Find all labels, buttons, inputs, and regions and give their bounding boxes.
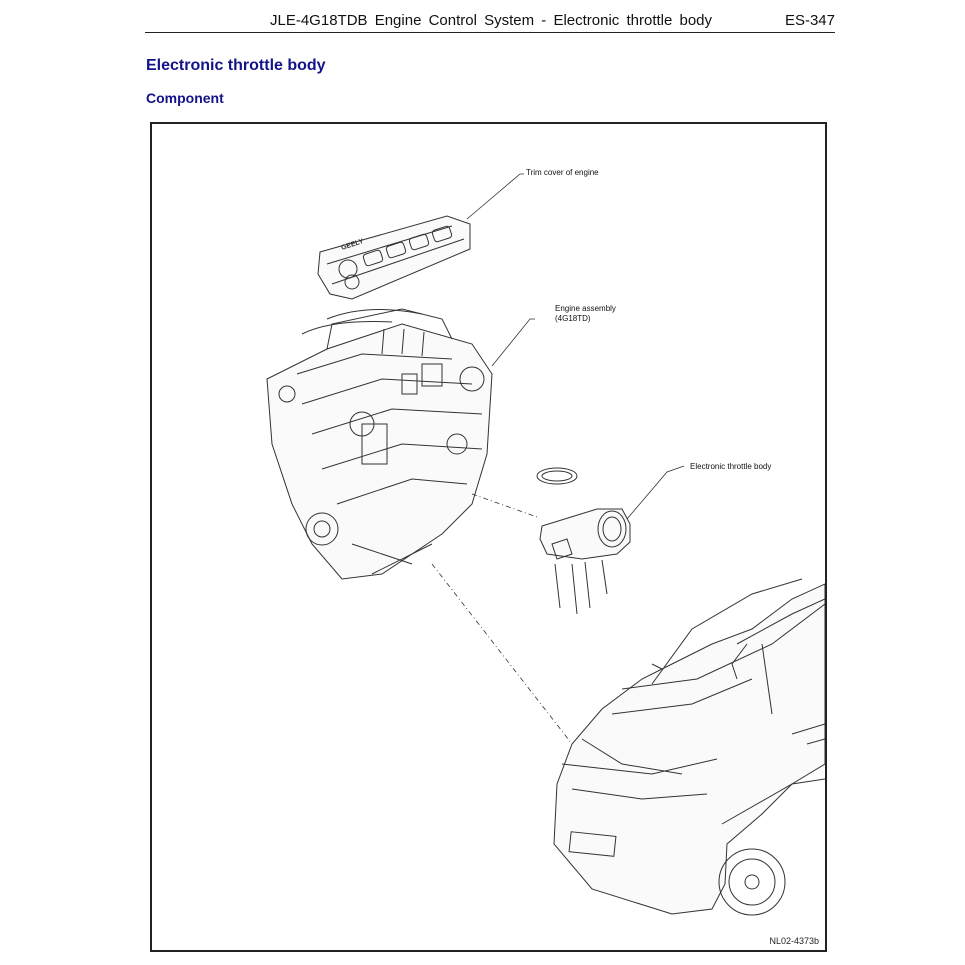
subsection-title: Component — [146, 90, 224, 106]
trim-cover-illustration: GEELY — [317, 215, 471, 300]
section-title: Electronic throttle body — [146, 57, 326, 74]
exploded-view-drawing: GEELY — [266, 173, 825, 916]
header-rule — [145, 32, 835, 33]
figure-code: NL02-4373b — [769, 936, 819, 946]
throttle-body-illustration — [536, 467, 631, 615]
engine-assembly-illustration — [266, 308, 493, 580]
callout-trim-cover: Trim cover of engine — [526, 168, 599, 177]
vehicle-illustration — [553, 578, 825, 916]
header-title: JLE-4G18TDB Engine Control System - Elec… — [270, 12, 713, 29]
callout-engine-assembly: Engine assembly (4G18TD) — [555, 304, 616, 323]
page-number: ES-347 — [784, 12, 835, 29]
component-figure: GEELY — [150, 122, 827, 952]
callout-throttle-body: Electronic throttle body — [690, 462, 772, 471]
